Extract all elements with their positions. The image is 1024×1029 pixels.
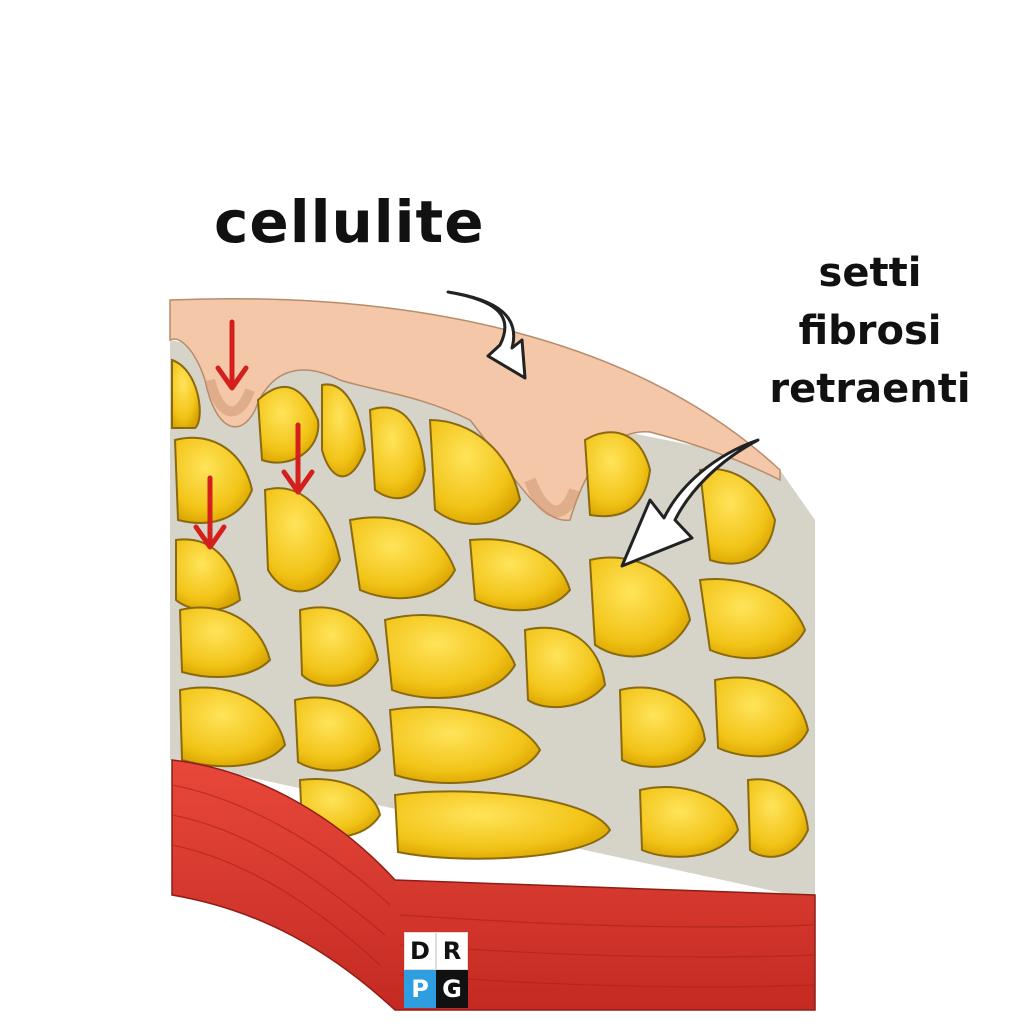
fat-lobule <box>368 406 427 500</box>
white-arrow-cellulite <box>446 290 527 380</box>
annotation-line: fibrosi <box>798 308 942 354</box>
logo-letter: G <box>436 970 468 1008</box>
fat-lobule <box>256 385 320 464</box>
drpg-logo: D R P G <box>404 932 468 1008</box>
muscle-layer <box>171 759 816 1011</box>
fat-lobule <box>698 468 777 565</box>
logo-letter: D <box>404 932 436 970</box>
fat-lobule <box>178 606 272 678</box>
fat-lobule <box>468 538 572 612</box>
skin-dimple-shading <box>524 477 581 518</box>
skin-layer <box>169 298 781 521</box>
fat-lobule <box>383 614 517 699</box>
diagram-title: cellulite <box>214 188 485 256</box>
fat-lobule <box>746 778 810 858</box>
red-down-arrow <box>215 319 249 391</box>
white-arrow-septa <box>620 438 760 568</box>
red-down-arrow <box>193 475 227 550</box>
annotation-line: setti <box>818 250 922 296</box>
fat-lobule <box>173 436 254 524</box>
annotation-line: retraenti <box>769 366 971 412</box>
fat-lobule <box>171 358 201 429</box>
fat-lobule <box>638 786 740 858</box>
fat-lobule <box>698 578 807 660</box>
fat-lobule <box>618 686 707 768</box>
fat-lobule <box>523 626 607 709</box>
fat-lobule <box>713 676 810 758</box>
red-down-arrow <box>281 422 315 495</box>
fat-lobule <box>428 418 522 525</box>
logo-letter: R <box>436 932 468 970</box>
fat-lobule <box>583 431 652 518</box>
fat-lobule <box>348 516 457 600</box>
logo-letter: P <box>404 970 436 1008</box>
septa-annotation: setti fibrosi retraenti <box>760 244 980 418</box>
fat-lobule <box>388 705 542 784</box>
fat-lobule <box>175 538 242 612</box>
red-arrows <box>193 319 315 550</box>
fat-lobule <box>298 606 380 687</box>
skin-dimple-shading <box>205 378 255 417</box>
fat-lobule <box>321 383 367 478</box>
fat-lobule <box>293 696 382 772</box>
fat-lobule <box>393 790 612 860</box>
fat-lobules <box>171 358 810 860</box>
fat-lobule <box>178 686 287 768</box>
